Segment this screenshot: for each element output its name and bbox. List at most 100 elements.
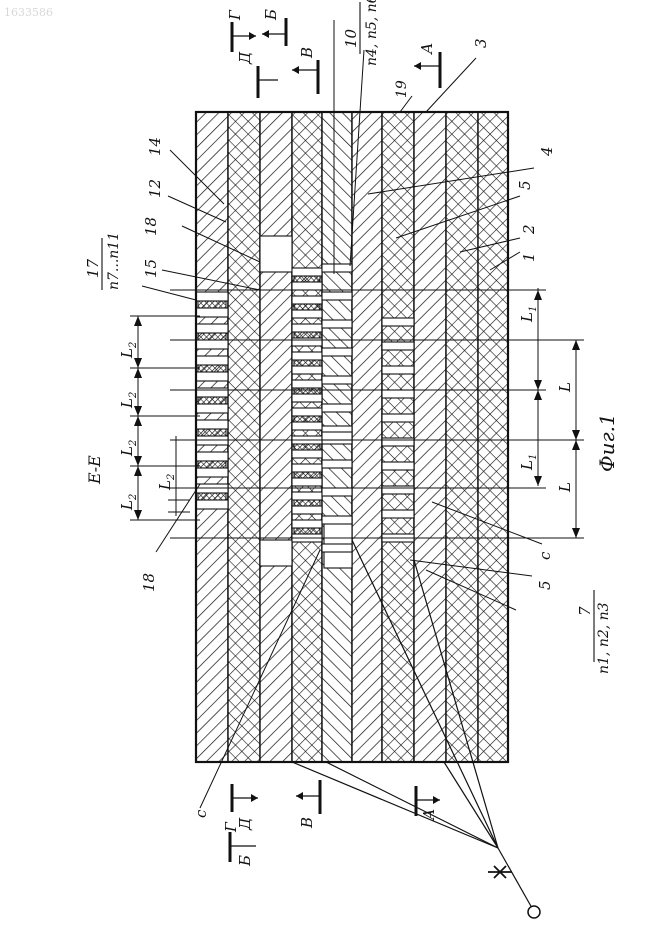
electrode-strip (292, 450, 322, 458)
ref-17-num: 17 (84, 258, 102, 278)
layer (352, 112, 382, 762)
section-marks-bottom (230, 780, 440, 862)
layer (446, 112, 478, 762)
electrode-strip (322, 320, 352, 328)
electrode-contact (294, 416, 320, 422)
svg-text:L1: L1 (518, 306, 539, 323)
section-mark-d-top: Д (236, 51, 254, 65)
electrode-strip (322, 404, 352, 412)
svg-text:L2: L2 (156, 474, 177, 491)
ref-10-den: п4, п5, п6 (364, 0, 380, 66)
dim-label-l2-b: L2 (118, 392, 139, 409)
electrode-strip (292, 282, 322, 290)
electrode-strip (196, 372, 228, 381)
section-mark-g-top: Г (226, 9, 244, 21)
electrode-strip (292, 506, 322, 514)
electrode-contact (294, 388, 320, 394)
l1-sub: 1 (528, 306, 539, 312)
section-mark-b-bottom: Б (236, 855, 254, 867)
layer (414, 112, 446, 762)
electrode-strip (322, 488, 352, 496)
ref-1: 1 (520, 252, 538, 262)
l2-main: L (118, 500, 136, 511)
section-mark-a-bottom: А (420, 809, 438, 821)
l2-main: L (118, 398, 136, 409)
ref-18-bottom: 18 (140, 573, 158, 592)
ref-7-den: п1, п2, п3 (596, 602, 612, 674)
electrode-strip (292, 352, 322, 360)
electrode-strip (322, 460, 352, 468)
electrode-contact (294, 528, 320, 534)
svg-text:L2: L2 (118, 342, 139, 359)
ref-7-num: 7 (576, 606, 594, 616)
electrode-strip (292, 310, 322, 318)
layer (382, 112, 414, 762)
l2-main: L (118, 348, 136, 359)
section-mark-d-bottom: Д (236, 817, 254, 831)
l2-main: L (118, 446, 136, 457)
electrode-contact (294, 360, 320, 366)
electrode-strip (292, 492, 322, 500)
dim-label-l2-d: L2 (118, 494, 139, 511)
ref-18-top: 18 (142, 217, 160, 236)
section-mark-b-top: Б (262, 9, 280, 21)
layer (228, 112, 260, 762)
ref-5-bottom: 5 (536, 580, 554, 590)
electrode-strip (292, 422, 322, 430)
dim-label-l1-a: L1 (518, 306, 539, 323)
electrode-strip (196, 308, 228, 317)
electrode-strip (322, 264, 352, 272)
electrode-strip (196, 420, 228, 429)
electrode-strip (292, 296, 322, 304)
l2-sub: 2 (128, 494, 139, 501)
ref-c-left: с (192, 809, 210, 818)
electrode-strip (382, 342, 414, 350)
electrode-contact (294, 304, 320, 310)
electrode-contact (198, 461, 226, 468)
ref-4: 4 (538, 146, 556, 157)
dim-label-l-a: L (556, 382, 574, 393)
l2-sub: 2 (128, 342, 139, 349)
electrode-strip (382, 438, 414, 446)
l2-sub: 2 (128, 440, 139, 447)
electrode-strip (292, 478, 322, 486)
electrode-contact (294, 444, 320, 450)
ref-12: 12 (146, 179, 164, 198)
electrode-contact (294, 332, 320, 338)
terminal-node (528, 906, 540, 918)
electrode-strip (292, 338, 322, 346)
ref-14: 14 (146, 137, 164, 156)
l2-main: L (156, 480, 174, 491)
electrode-contact (294, 500, 320, 506)
electrode-strip (322, 292, 352, 300)
electrode-strip (196, 356, 228, 365)
electrode-strip (292, 520, 322, 528)
electrode-strip (196, 452, 228, 461)
electrode-strip (196, 324, 228, 333)
ref-5-top: 5 (516, 180, 534, 190)
electrode-strip (196, 340, 228, 349)
ref-15: 15 (142, 259, 160, 278)
layer (260, 112, 292, 762)
electrode-strip (382, 414, 414, 422)
figure-caption: Фиг.1 (595, 413, 619, 472)
electrode-strip (292, 408, 322, 416)
electrode-strip (382, 366, 414, 374)
l1-main: L (518, 460, 536, 471)
ref-19: 19 (394, 80, 410, 98)
electrode-strip (322, 348, 352, 356)
electrode-strip (196, 468, 228, 477)
electrode-contact (198, 493, 226, 500)
section-mark-v-top: В (298, 47, 316, 59)
cavity (324, 518, 352, 568)
l1-main: L (518, 312, 536, 323)
ref-17-den: п7...п11 (106, 232, 122, 290)
electrode-strip (382, 462, 414, 470)
ref-10-num: 10 (342, 28, 360, 48)
svg-text:L1: L1 (518, 454, 539, 471)
l2-sub: 2 (166, 474, 177, 481)
cavity (260, 540, 292, 566)
svg-text:L2: L2 (118, 494, 139, 511)
electrode-strip (196, 388, 228, 397)
electrode-strip (382, 318, 414, 326)
